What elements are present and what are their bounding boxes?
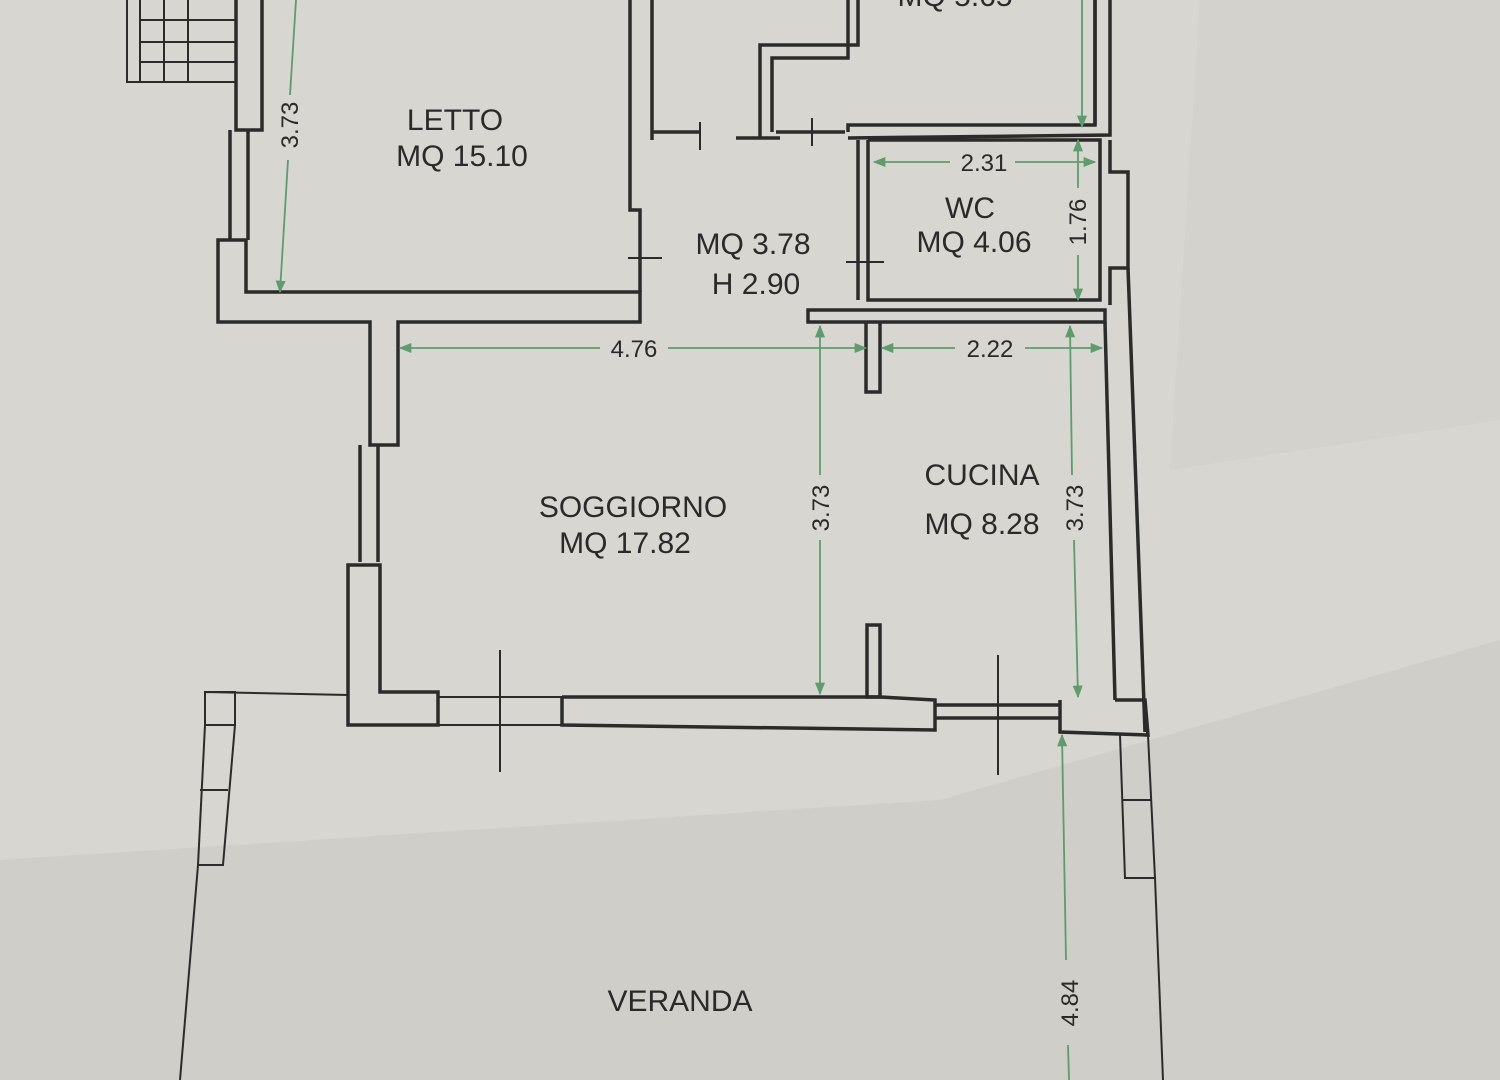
letto-name: LETTO: [407, 104, 503, 137]
paper-shadow: [0, 640, 1500, 1080]
veranda-depth-dim: 4.84: [1057, 980, 1084, 1027]
cucina-area: MQ 8.28: [924, 508, 1039, 541]
wc-area: MQ 4.06: [916, 226, 1031, 259]
paper-shadow-right: [1170, 0, 1500, 470]
staircase: [126, 0, 236, 83]
wc-width-dim: 2.31: [961, 150, 1008, 177]
cucina-height-dim: 3.73: [1062, 485, 1089, 532]
opening-ticks: [499, 118, 999, 775]
soggiorno-height-dim: 3.73: [808, 485, 835, 532]
soggiorno-width-dim: 4.76: [611, 336, 658, 363]
dimension-labels: 3.73 2.31 1.76 4.76 2.22 3.73 3.73 4.84: [277, 102, 1092, 1027]
dimension-lines: [275, 0, 1104, 1080]
wc-height-dim: 1.76: [1065, 199, 1092, 246]
letto-area: MQ 15.10: [396, 140, 528, 173]
soggiorno-name: SOGGIORNO: [539, 491, 727, 524]
soggiorno-area: MQ 17.82: [559, 527, 691, 560]
disimpegno-height: H 2.90: [712, 268, 800, 301]
wc-name: WC: [945, 192, 995, 225]
veranda-name: VERANDA: [607, 985, 752, 1018]
veranda-outline: [179, 691, 1164, 1080]
top-room-area: MQ 5.65: [897, 0, 1012, 13]
walls: [216, 0, 1150, 737]
cucina-name: CUCINA: [924, 459, 1039, 492]
cucina-width-dim: 2.22: [967, 336, 1014, 363]
letto-height-dim: 3.73: [277, 102, 304, 149]
disimpegno-area: MQ 3.78: [695, 228, 810, 261]
room-labels: MQ 5.65 LETTO MQ 15.10 MQ 3.78 H 2.90 WC…: [396, 0, 1039, 1018]
